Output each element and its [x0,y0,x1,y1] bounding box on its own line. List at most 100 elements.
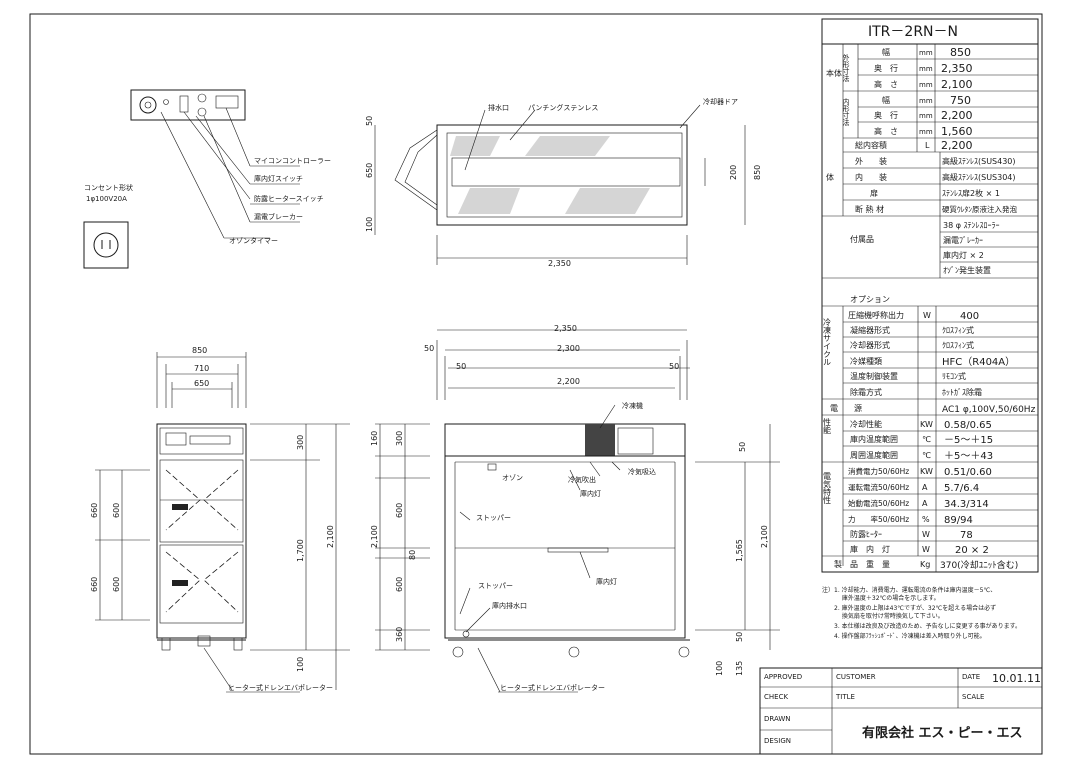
side-dim-2200: 2,200 [557,377,580,386]
group-inner-dims: 内形寸法 [842,97,850,127]
perf-unit: KW [920,420,933,429]
dim-label: 幅 [882,47,890,57]
front-label-evaporator: ヒーター式ドレンエバポレーター [228,683,333,692]
cool-value: HFC（R404A） [942,356,1015,368]
top-dim-200: 200 [729,165,738,180]
elec-unit: W [922,545,930,554]
group-electrical: 電気特性 [823,472,832,504]
dim-label: 奥 行 [874,63,898,73]
side-dim-160: 160 [370,431,379,446]
perf-label: 庫内温度範囲 [850,434,898,444]
elec-value: 78 [960,530,973,541]
dim-unit: mm [919,65,933,73]
side-dim-360: 360 [395,627,404,642]
cool-label: 圧縮機呼称出力 [848,310,904,320]
accessory-item: 漏電ﾌﾞﾚｰｶｰ [943,235,983,245]
group-outer-dims: 外形寸法 [842,53,850,83]
body-row-unit: L [925,141,930,150]
dim-label: 幅 [882,95,890,105]
top-label-punching: パンチングステンレス [528,103,598,112]
panel-label-breaker: 漏電ブレーカー [254,212,303,221]
dim-value: 1,560 [941,125,973,138]
panel-label-heater-switch: 防露ヒータースイッチ [254,194,324,203]
side-dim-50a: 50 [424,344,434,353]
notes: 注）1. 冷却能力、消費電力、運転電流の条件は庫内温度－5℃、 庫外温度＋32℃… [822,586,1021,640]
tb-drawn: DRAWN [764,715,791,723]
tb-date: 10.01.11 [992,672,1041,685]
note-line: 2. 庫外温度の上限は43℃ですが、32℃を超える場合は必ず [822,604,996,612]
side-label-ozone: オゾン [502,474,523,482]
note-line: 4. 操作盤部ﾌﾗｯｼｭﾎﾞｰﾄﾞ、冷凍機は差入時取り外し可能。 [822,632,986,640]
body-row-value: 硬質ｳﾚﾀﾝ原液注入発泡 [942,204,1017,214]
power-label: 電 源 [830,404,862,413]
elec-unit: W [922,530,930,539]
cool-label: 凝縮器形式 [850,325,890,335]
front-dim-2100: 2,100 [326,525,335,548]
sheet-border [29,13,1043,755]
side-label-drain: 庫内排水口 [492,601,527,610]
front-dim-600a: 600 [112,503,121,518]
model-number: ITR－2RN－N [868,24,958,40]
weight-label: 製 品 重 量 [834,559,890,569]
body-row-label: 扉 [870,188,878,198]
body-row-label: 内 装 [855,172,887,182]
top-label-drain: 排水口 [488,103,509,112]
side-dim-50c: 50 [669,362,679,371]
tb-date-label: DATE [962,673,980,681]
perf-unit: ℃ [922,435,931,444]
dim-value: 2,200 [941,109,973,122]
perf-value: ＋5～＋43 [944,451,993,462]
dim-unit: mm [919,97,933,105]
performance-rows: 冷却性能 KW 0.58/0.65 庫内温度範囲 ℃ －5～＋15 周囲温度範囲… [850,419,993,462]
dim-unit: mm [919,81,933,89]
perf-value: －5～＋15 [944,435,993,446]
front-dim-660b: 660 [90,577,99,592]
dim-label: 高 さ [874,79,898,89]
outlet-label: コンセント形状 [84,183,133,192]
elec-value: 0.51/0.60 [944,467,992,478]
perf-label: 冷却性能 [850,419,882,429]
electrical-rows: 消費電力50/60Hz KW 0.51/0.60 運転電流50/60Hz A 5… [848,466,992,556]
front-dim-650: 650 [194,379,209,388]
dim-unit: mm [919,49,933,57]
weight-unit: Kg [920,560,930,569]
dim-value: 750 [950,94,971,107]
panel-label-ozone-timer: オゾンタイマー [229,236,278,245]
outlet-icon [83,221,129,269]
body-row-label: 断 熱 材 [855,204,884,214]
elec-unit: A [922,483,928,492]
cool-value: ｸﾛｽﾌｨﾝ式 [942,340,974,350]
side-dim-50: 50 [738,442,747,452]
side-dim-600a: 600 [395,503,404,518]
body-row-label: 総内容積 [855,140,887,150]
body-rows: 総内容積 L 2,200 外 装 高級ｽﾃﾝﾚｽ(SUS430) 内 装 高級ｽ… [855,139,1017,214]
body-row-value: 高級ｽﾃﾝﾚｽ(SUS304) [942,172,1016,182]
front-dim-710: 710 [194,364,209,373]
accessories-label: 付属品 [850,234,874,244]
side-label-stopper2: ストッパー [478,582,513,590]
group-performance: 性能 [823,417,832,435]
dims-rows: 幅 mm 850 奥 行 mm 2,350 高 さ mm 2,100 幅 mm … [874,46,973,138]
body-row-value: ｽﾃﾝﾚｽ扉2枚 × 1 [942,188,1000,198]
tb-approved: APPROVED [764,673,802,681]
perf-unit: ℃ [922,451,931,460]
power-value: AC1 φ,100V,50/60Hz [942,405,1036,415]
control-panel-detail [130,89,300,239]
side-dim-135: 135 [735,661,744,676]
cooling-rows: 圧縮機呼称出力 W 400 凝縮器形式 ｸﾛｽﾌｨﾝ式 冷却器形式 ｸﾛｽﾌｨﾝ… [848,310,1015,397]
tb-check: CHECK [764,693,788,701]
front-dim-300: 300 [296,435,305,450]
elec-label: 消費電力50/60Hz [848,466,909,476]
options-label: オプション [850,295,890,304]
front-dim-850: 850 [192,346,207,355]
group-body-char: 体 [826,172,834,182]
outlet-socket [93,232,119,258]
front-dim-100: 100 [296,657,305,672]
cool-label: 温度制御装置 [850,371,898,381]
top-dim-2350: 2,350 [548,259,571,268]
side-label-cold-in: 冷気吸込 [628,467,656,476]
note-line: 換気扇を取付け常時換気して下さい。 [822,612,944,620]
body-row-value: 高級ｽﾃﾝﾚｽ(SUS430) [942,156,1016,166]
elec-value: 20 × 2 [955,545,989,556]
